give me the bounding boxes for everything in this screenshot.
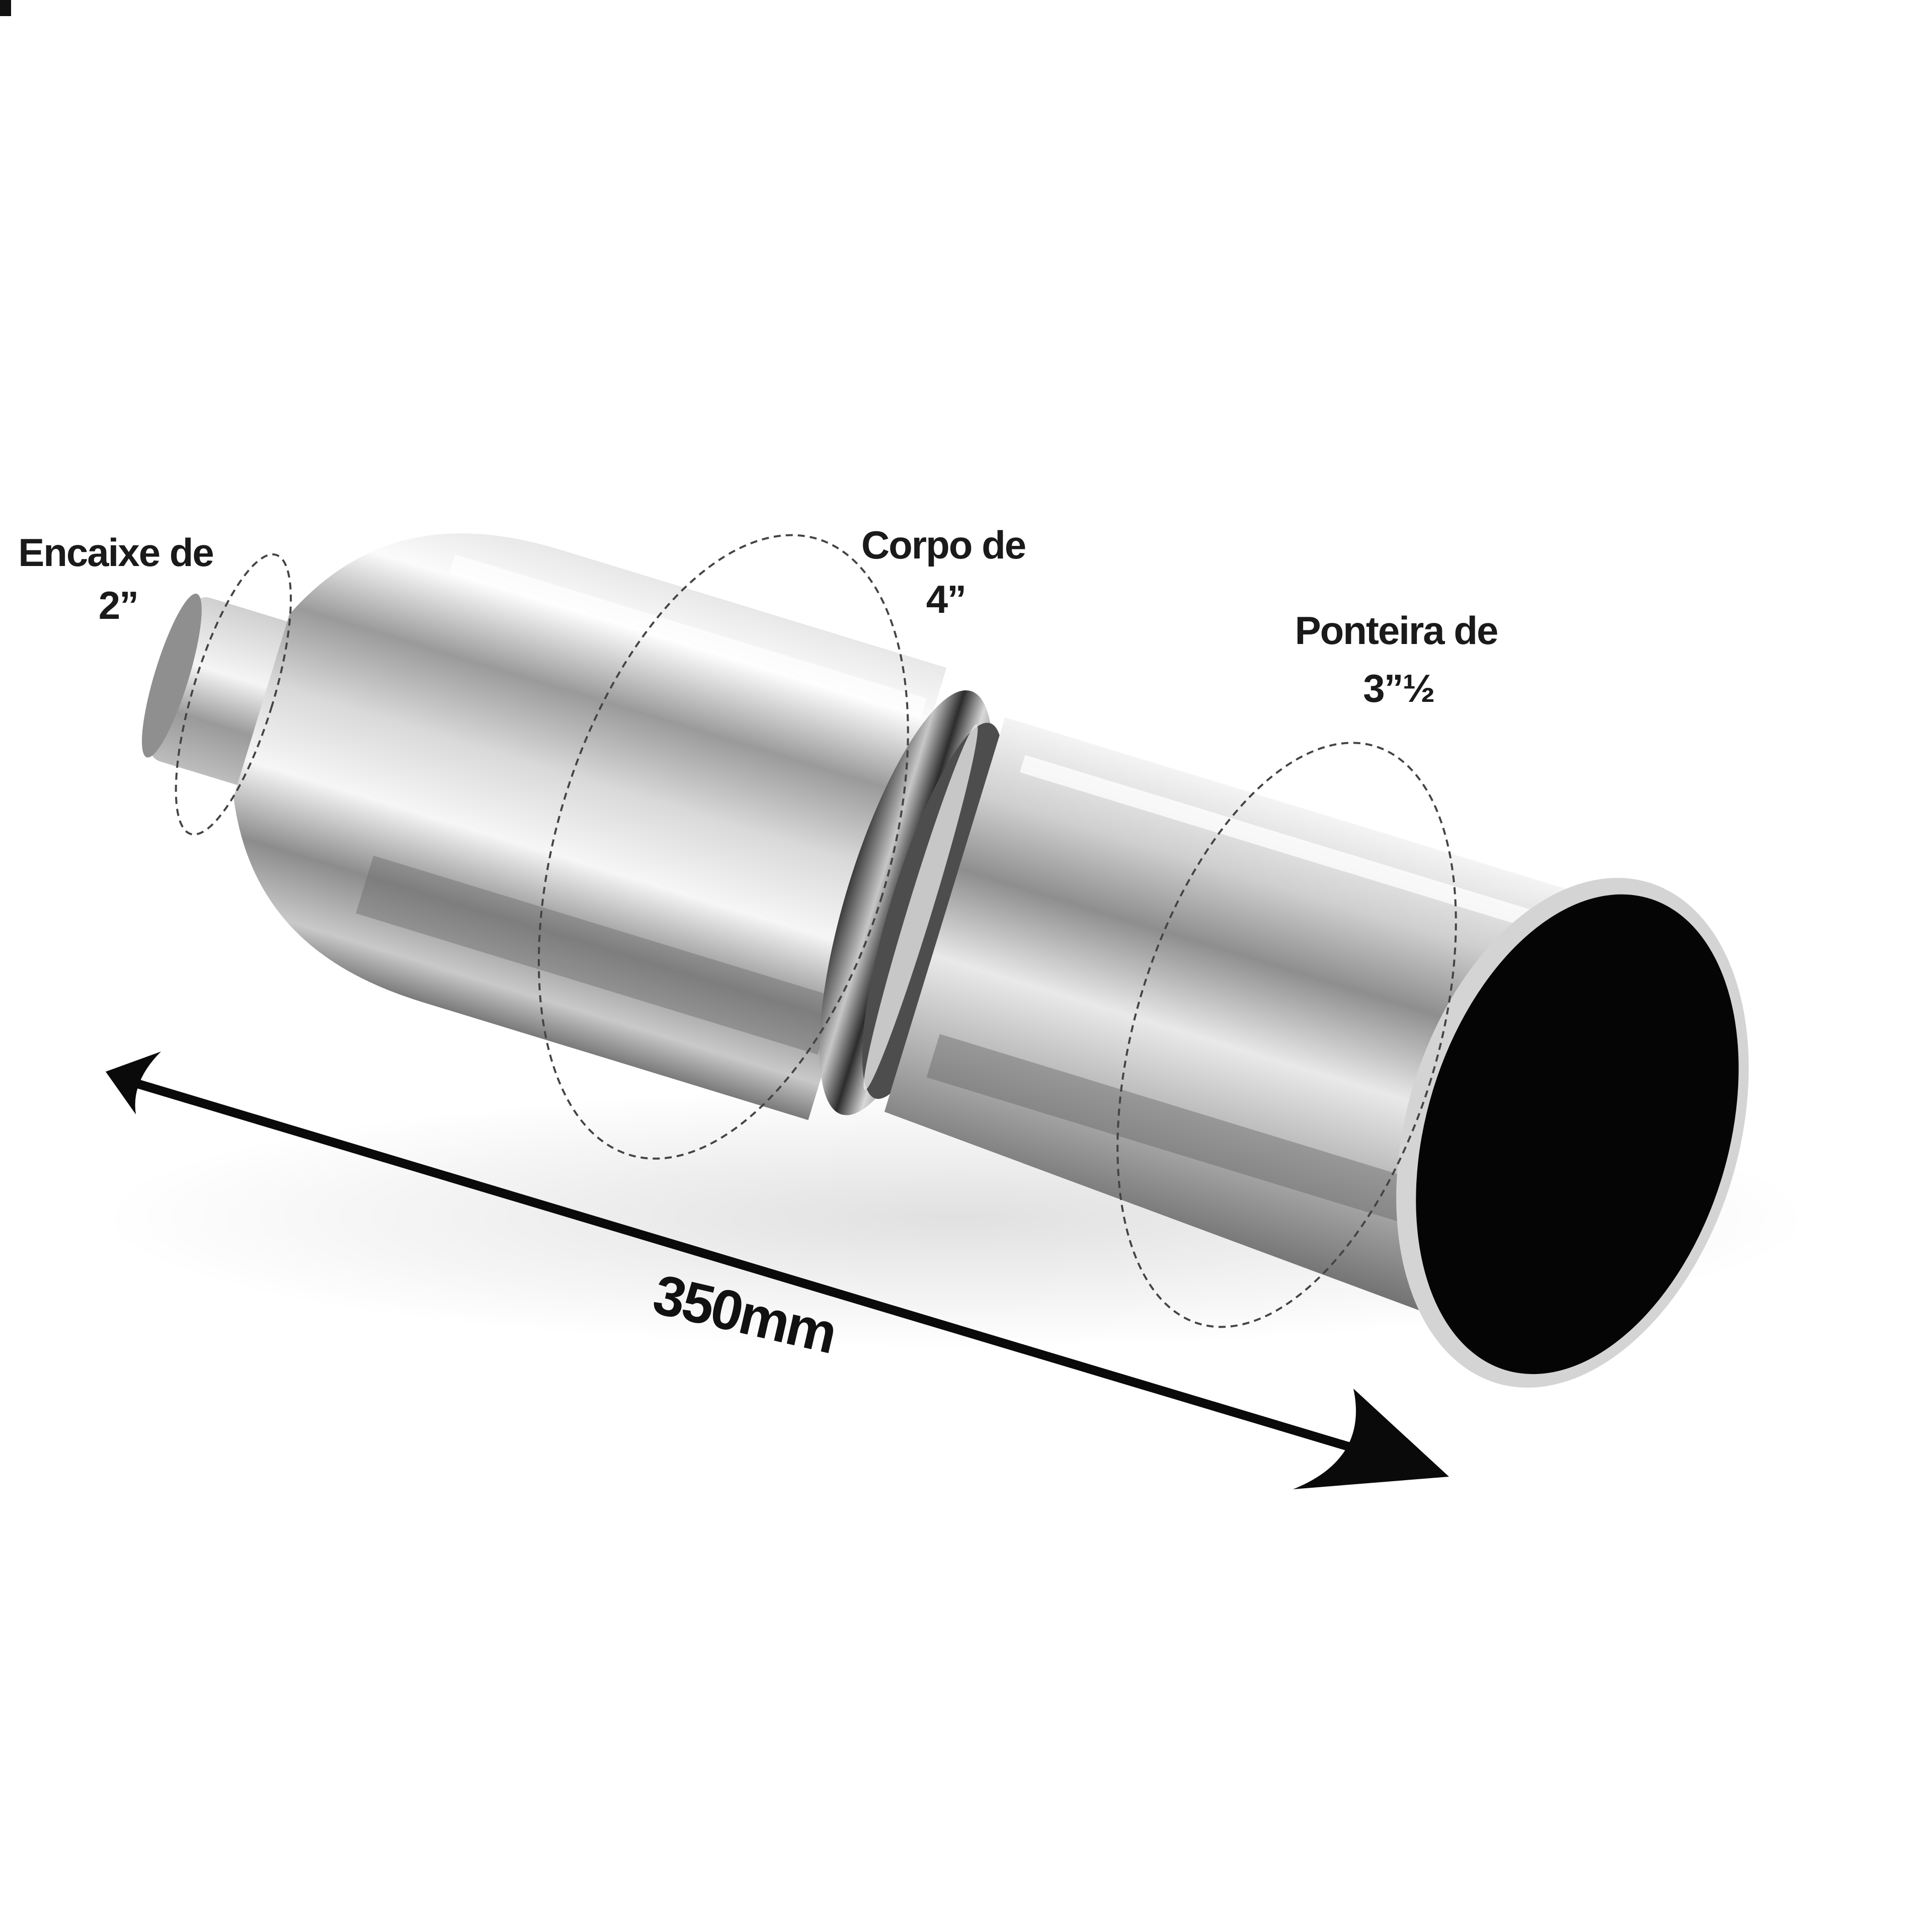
joint-ring-shine (863, 724, 978, 1090)
body-callout-line2: 4” (926, 577, 965, 621)
inlet-dashed-circle (175, 553, 292, 836)
body-callout-line1: Corpo de (861, 523, 1025, 567)
body-highlight (449, 554, 927, 718)
tip-reflection (926, 1034, 1517, 1254)
inlet-pipe-end (142, 593, 202, 758)
body-dashed-circle (537, 534, 909, 1160)
inlet-callout-line2: 2” (99, 583, 138, 627)
arrowhead-right-icon (1293, 1389, 1449, 1489)
muffler-body (233, 533, 947, 1120)
tip-dashed-circle (1116, 742, 1457, 1328)
tip-callout-line1: Ponteira de (1295, 608, 1498, 653)
inlet-callout-line1: Encaixe de (18, 530, 213, 575)
tip-opening (1416, 894, 1739, 1375)
tip-highlight (1019, 755, 1602, 949)
corner-mark (0, 0, 11, 16)
muffler (142, 533, 1749, 1388)
tip-callout-line2: 3”½ (1363, 666, 1434, 710)
dimension-arrow (106, 1052, 1449, 1489)
dimension-line (126, 1077, 1428, 1474)
body-reflection (356, 855, 836, 1055)
arrowhead-left-icon (106, 1052, 161, 1114)
